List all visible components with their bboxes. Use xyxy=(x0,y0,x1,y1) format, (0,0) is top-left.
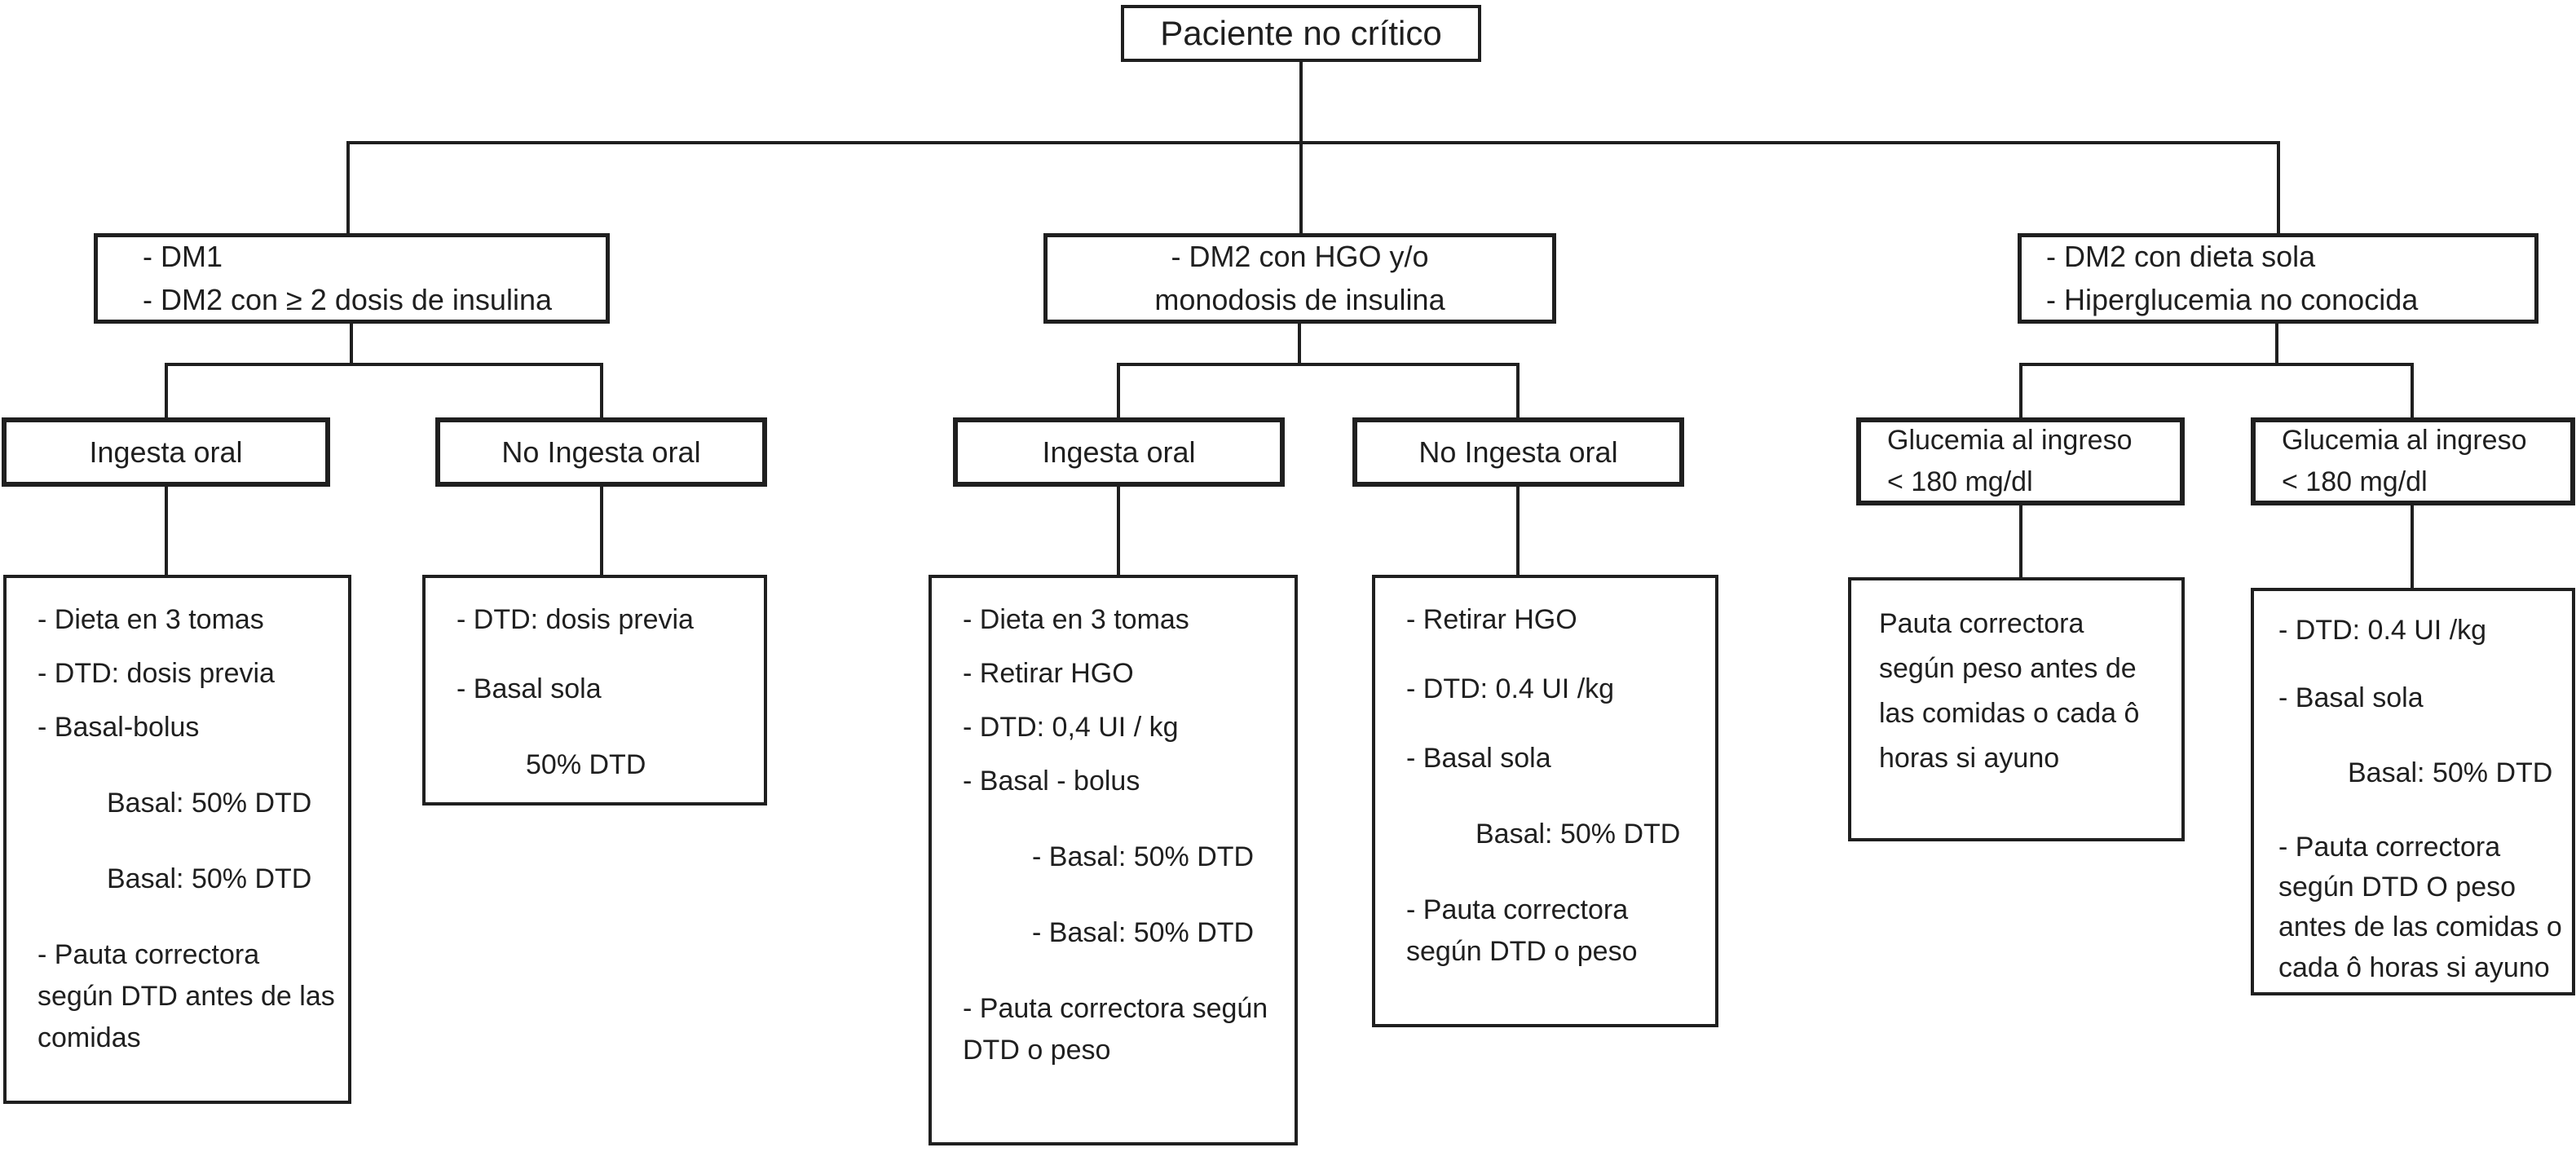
connector xyxy=(1117,363,1120,417)
node-root-label: Paciente no crítico xyxy=(1160,14,1442,52)
node-glycemia-right: Glucemia al ingreso < 180 mg/dl xyxy=(2251,417,2575,505)
node-criteria-middle: - DM2 con HGO y/o monodosis de insulina xyxy=(1043,233,1556,324)
text-line: monodosis de insulina xyxy=(1154,282,1445,316)
node-plan-left-oral: - Dieta en 3 tomas - DTD: dosis previa -… xyxy=(3,575,351,1104)
plan-item: Basal: 50% DTD xyxy=(1475,819,1681,850)
plan-item: - DTD: 0.4 UI /kg xyxy=(2278,615,2487,646)
node-plan-left-no-oral: - DTD: dosis previa - Basal sola 50% DTD xyxy=(422,575,767,806)
node-oral-left: Ingesta oral xyxy=(2,417,330,487)
connector xyxy=(350,324,353,366)
node-no-oral-middle: No Ingesta oral xyxy=(1352,417,1684,487)
connector xyxy=(346,141,350,233)
connector xyxy=(346,141,2280,144)
plan-item: - Basal sola xyxy=(2278,682,2424,714)
connector xyxy=(2411,363,2414,417)
connector xyxy=(165,487,168,575)
text-line: < 180 mg/dl xyxy=(2282,466,2428,497)
plan-item: - Dieta en 3 tomas xyxy=(963,604,1189,635)
plan-item: - DTD: dosis previa xyxy=(457,604,694,635)
connector xyxy=(2019,363,2022,417)
node-label: Ingesta oral xyxy=(89,435,243,469)
plan-item: - Pauta correctora según DTD antes de la… xyxy=(37,939,335,1053)
text-line: - Hiperglucemia no conocida xyxy=(2046,282,2419,316)
plan-item: Basal: 50% DTD xyxy=(107,788,312,819)
connector xyxy=(1516,363,1520,417)
node-oral-middle: Ingesta oral xyxy=(953,417,1285,487)
plan-item: Pauta correctora según peso antes de las… xyxy=(1879,608,2140,775)
node-plan-middle-no-oral: - Retirar HGO - DTD: 0.4 UI /kg - Basal … xyxy=(1372,575,1718,1027)
connector xyxy=(600,487,603,575)
text-line: - DM1 xyxy=(143,240,223,274)
plan-item: - DTD: dosis previa xyxy=(37,658,275,689)
plan-item: - Basal: 50% DTD xyxy=(1032,841,1255,872)
connector xyxy=(1117,363,1520,366)
node-glycemia-left: Glucemia al ingreso < 180 mg/dl xyxy=(1856,417,2185,505)
connector xyxy=(2019,363,2414,366)
connector xyxy=(2411,505,2414,588)
plan-item: - Pauta correctora según DTD O peso ante… xyxy=(2278,831,2562,983)
plan-item: - DTD: 0.4 UI /kg xyxy=(1406,673,1615,704)
text-line: - DM2 con dieta sola xyxy=(2046,240,2316,274)
node-plan-right-second: - DTD: 0.4 UI /kg - Basal sola Basal: 50… xyxy=(2251,588,2575,995)
connector xyxy=(600,363,603,417)
node-plan-right-first: Pauta correctora según peso antes de las… xyxy=(1848,577,2185,841)
plan-item: - Retirar HGO xyxy=(963,658,1134,689)
node-label: Ingesta oral xyxy=(1042,435,1196,469)
plan-item: - Retirar HGO xyxy=(1406,604,1577,635)
text-line: Glucemia al ingreso xyxy=(2282,425,2527,456)
connector xyxy=(2019,505,2022,577)
connector xyxy=(1516,487,1520,575)
connector xyxy=(1299,61,1303,143)
node-criteria-left: - DM1 - DM2 con ≥ 2 dosis de insulina xyxy=(94,233,610,324)
connector xyxy=(1117,487,1120,575)
plan-item: - Pauta correctora según DTD o peso xyxy=(1406,894,1638,967)
connector xyxy=(165,363,168,417)
text-line: - DM2 con HGO y/o xyxy=(1171,240,1429,274)
node-no-oral-left: No Ingesta oral xyxy=(435,417,767,487)
plan-item: - Basal sola xyxy=(1406,743,1551,774)
plan-item: - Basal - bolus xyxy=(963,766,1140,797)
text-line: - DM2 con ≥ 2 dosis de insulina xyxy=(143,282,552,316)
connector xyxy=(2275,324,2278,366)
connector xyxy=(165,363,603,366)
plan-item: 50% DTD xyxy=(526,749,646,780)
plan-item: - Basal-bolus xyxy=(37,712,200,743)
node-plan-middle-oral: - Dieta en 3 tomas - Retirar HGO - DTD: … xyxy=(929,575,1298,1145)
connector xyxy=(1299,141,1303,233)
node-label: No Ingesta oral xyxy=(1418,435,1618,469)
node-label: No Ingesta oral xyxy=(501,435,701,469)
node-root: Paciente no crítico xyxy=(1121,5,1481,62)
connector xyxy=(1298,324,1301,366)
connector xyxy=(2277,141,2280,233)
plan-item: - Pauta correctora según DTD o peso xyxy=(963,993,1268,1066)
plan-item: - Basal: 50% DTD xyxy=(1032,917,1255,948)
plan-item: - Basal sola xyxy=(457,673,602,704)
plan-item: - Dieta en 3 tomas xyxy=(37,604,264,635)
plan-item: Basal: 50% DTD xyxy=(2348,757,2553,788)
plan-item: Basal: 50% DTD xyxy=(107,863,312,894)
text-line: Glucemia al ingreso xyxy=(1887,425,2133,456)
text-line: < 180 mg/dl xyxy=(1887,466,2033,497)
node-criteria-right: - DM2 con dieta sola - Hiperglucemia no … xyxy=(2018,233,2539,324)
plan-item: - DTD: 0,4 UI / kg xyxy=(963,712,1179,743)
